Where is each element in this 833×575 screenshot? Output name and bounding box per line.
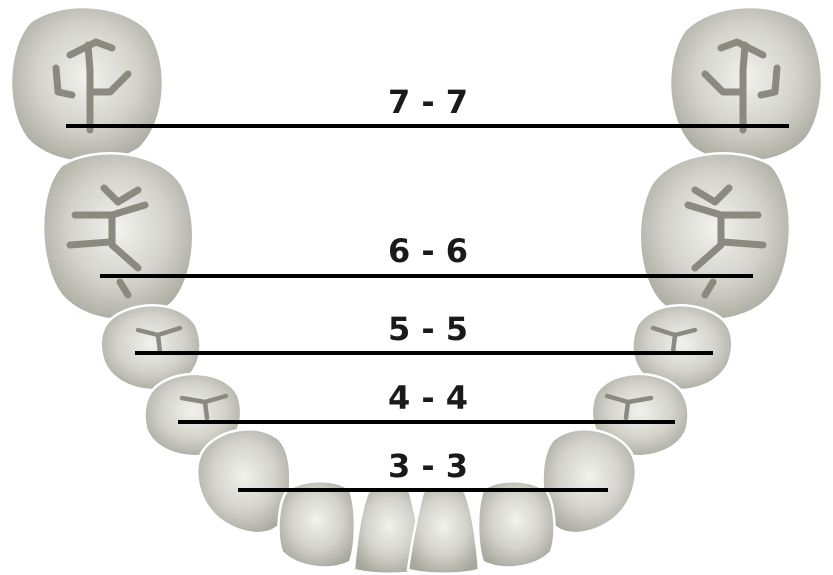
tooth-central-incisor-right: [406, 486, 481, 575]
label-3-3: 3 - 3: [388, 447, 468, 485]
label-5-5: 5 - 5: [388, 310, 468, 348]
tooth-molar-1-left: [41, 152, 195, 322]
label-4-4: 4 - 4: [388, 379, 468, 417]
tooth-molar-2-left: [9, 5, 165, 164]
tooth-molar-1-right: [638, 152, 792, 322]
tooth-molar-2-right: [668, 5, 824, 164]
label-7-7: 7 - 7: [388, 83, 468, 121]
label-6-6: 6 - 6: [388, 232, 468, 270]
tooth-canine-right: [541, 427, 638, 535]
tooth-lateral-incisor-right: [476, 480, 556, 569]
tooth-premolar-1-left: [143, 372, 243, 458]
tooth-lateral-incisor-left: [277, 480, 357, 569]
tooth-canine-left: [195, 427, 292, 535]
